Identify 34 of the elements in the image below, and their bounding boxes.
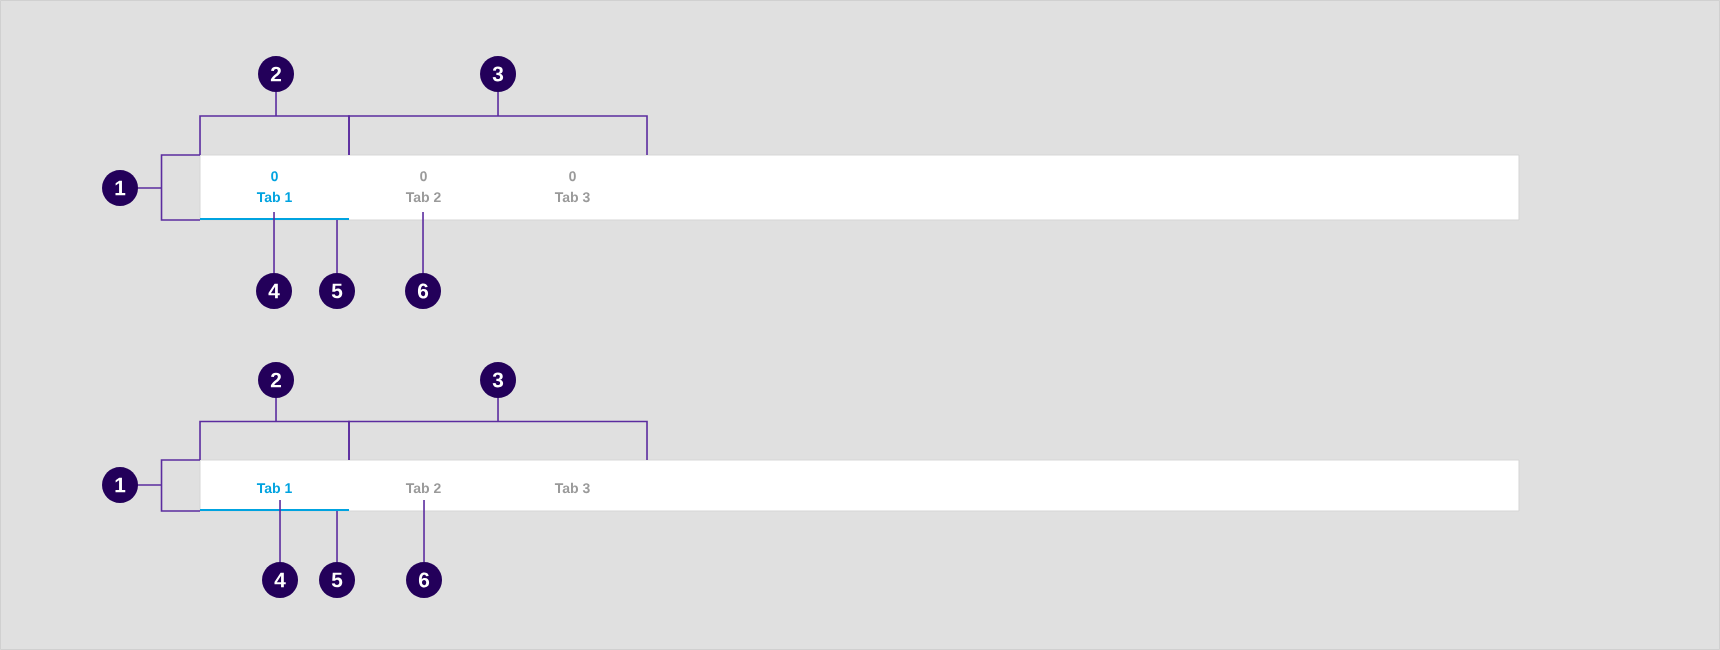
tab-label: Tab 1 <box>256 482 292 494</box>
callout-number: 1 <box>102 170 138 206</box>
callout-number: 1 <box>102 467 138 503</box>
indicator-line <box>200 509 349 511</box>
callout-number: 5 <box>319 273 355 309</box>
bracket <box>199 397 350 461</box>
callout-number: 2 <box>258 362 294 398</box>
indicator-line <box>200 218 349 220</box>
bracket <box>137 459 201 512</box>
callout-number: 6 <box>406 562 442 598</box>
tab-bar <box>199 459 1520 512</box>
leader-line <box>336 219 338 274</box>
bracket <box>137 154 201 221</box>
tab-bar <box>199 154 1520 221</box>
leader-line <box>273 211 275 274</box>
tab-label: Tab 3 <box>554 482 590 494</box>
bracket <box>348 91 648 156</box>
tab-label: 0 Tab 1 <box>256 171 292 203</box>
leader-line <box>423 499 425 563</box>
callout-number: 3 <box>480 56 516 92</box>
callout-number: 4 <box>256 273 292 309</box>
tab-label: Tab 2 <box>405 482 441 494</box>
callout-number: 2 <box>258 56 294 92</box>
leader-line <box>279 499 281 563</box>
tab-label: 0 Tab 3 <box>554 171 590 203</box>
callout-number: 6 <box>405 273 441 309</box>
leader-line <box>336 510 338 563</box>
callout-number: 3 <box>480 362 516 398</box>
bracket <box>348 397 648 461</box>
callout-number: 4 <box>262 562 298 598</box>
leader-line <box>422 211 424 274</box>
tab-label: 0 Tab 2 <box>405 171 441 203</box>
bracket <box>199 91 350 156</box>
callout-number: 5 <box>319 562 355 598</box>
